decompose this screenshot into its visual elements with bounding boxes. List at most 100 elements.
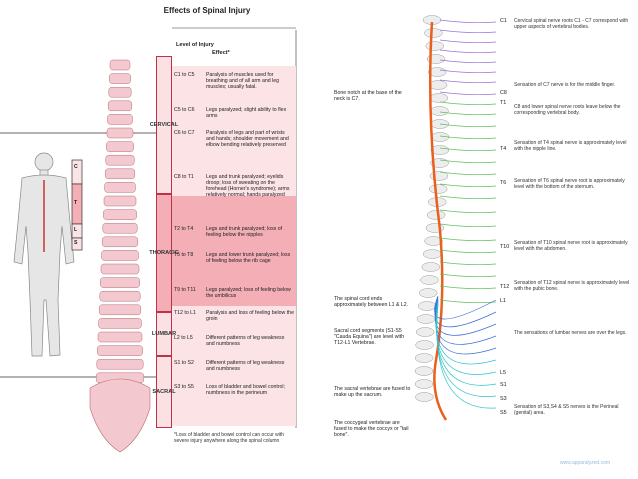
vertebra — [427, 67, 447, 77]
nerve-root — [439, 49, 497, 54]
vertebra — [103, 209, 137, 220]
nerve-root — [439, 91, 497, 96]
spinal-cord — [428, 21, 448, 421]
body-box-c: C — [74, 164, 78, 170]
vertebra — [420, 275, 439, 285]
vertebra — [97, 345, 143, 356]
table-bg-cervical — [172, 66, 296, 196]
nerve-root — [439, 123, 497, 128]
level-t6: T6 — [500, 180, 507, 186]
nerve-root — [439, 69, 497, 74]
vertebra — [430, 106, 449, 116]
nerve-root — [439, 249, 497, 254]
vertebra — [430, 145, 450, 155]
vertebra — [425, 41, 444, 51]
body-box-l: L — [74, 227, 78, 233]
cauda-equina-nerve — [434, 296, 497, 328]
vertebra — [424, 236, 443, 246]
footnote: *Loss of bladder and bowel control can o… — [174, 432, 285, 444]
table-bg-thoracic — [172, 196, 296, 306]
body-box-t: T — [74, 200, 78, 206]
vertebra — [429, 93, 449, 103]
level-t10: T10 — [500, 244, 510, 250]
level-t1: T1 — [500, 100, 507, 106]
spinal-injury-effects-panel: Effects of Spinal Injury — [0, 0, 318, 479]
vertebra — [422, 249, 442, 259]
nerve-root — [439, 29, 497, 34]
nerve-root — [439, 273, 497, 278]
vertebra — [106, 141, 134, 152]
vertebra — [415, 327, 435, 337]
vertebra — [109, 59, 131, 71]
desc-cervical-roots: Cervical spinal nerve roots C1 - C7 corr… — [514, 18, 629, 30]
level-s5: S5 — [500, 410, 507, 416]
vertebral-column-right — [414, 15, 450, 402]
desc-c7: Sensation of C7 nerve is for the middle … — [514, 82, 616, 88]
table-bg-lower — [172, 306, 296, 426]
vertebra — [100, 277, 140, 288]
nerve-root — [439, 195, 497, 200]
region-cervical: CERVICAL — [150, 56, 178, 194]
vertebra — [426, 210, 446, 220]
vertebra — [416, 314, 436, 324]
region-thoracic: THORACIC — [149, 194, 179, 312]
vertebra — [108, 86, 132, 98]
region-sacral: SACRAL — [152, 356, 176, 428]
vertebra — [109, 73, 131, 84]
level-l5: L5 — [500, 370, 506, 376]
vertebra — [98, 304, 142, 316]
vertebra — [104, 182, 136, 193]
level-c1: C1 — [500, 18, 507, 24]
nerve-root — [439, 171, 497, 176]
cauda-equina-nerve — [435, 299, 497, 355]
spinal-nerves — [434, 19, 497, 409]
pelvis-sacrum — [89, 378, 151, 453]
vertebra — [414, 379, 434, 389]
vertebra — [102, 222, 138, 234]
vertebra — [415, 340, 434, 350]
cauda-equina-nerve — [436, 303, 497, 397]
vertebra — [105, 154, 135, 166]
vertebra — [99, 290, 141, 302]
vertebra — [107, 114, 133, 125]
vertebra — [100, 263, 140, 275]
note-sacral-segments: Sacral cord segments (S1-S5 "Cauda Equin… — [334, 328, 405, 346]
watermark: www.apparalyzed.com — [560, 460, 611, 466]
nerve-root — [439, 285, 497, 290]
vertebra — [106, 127, 134, 139]
cauda-equina-nerve — [434, 295, 497, 320]
desc-sacral: Sensation of S3,S4 & S5 nerves is the Pe… — [514, 404, 619, 416]
note-cord-ends: The spinal cord ends approximately betwe… — [334, 296, 409, 308]
region-lumbar: LUMBAR — [152, 312, 176, 356]
vertebra — [414, 353, 434, 363]
nerve-root — [439, 59, 497, 64]
cauda-equina-nerve — [435, 298, 497, 345]
vertebra — [97, 331, 143, 343]
vertebra — [103, 195, 137, 207]
level-t12: T12 — [500, 284, 510, 290]
vertebra — [421, 262, 441, 272]
vertebra — [418, 288, 438, 298]
desc-c8: C8 and lower spinal nerve roots leave be… — [514, 104, 621, 116]
vertebra — [96, 358, 144, 370]
vertebra — [428, 184, 448, 194]
cauda-equina-nerve — [436, 304, 497, 409]
vertebra — [415, 392, 434, 402]
vertebra — [428, 80, 448, 90]
nerve-root — [439, 79, 497, 84]
vertebra — [417, 301, 437, 311]
vertebra — [430, 119, 450, 129]
vertebra — [101, 236, 139, 248]
level-t4: T4 — [500, 146, 507, 152]
vertebra — [98, 318, 142, 329]
body-box-s: S — [74, 240, 78, 246]
level-l1: L1 — [500, 298, 506, 304]
nerve-root — [439, 183, 497, 188]
nerve-root — [439, 159, 497, 164]
header-level: Level of Injury — [176, 42, 214, 48]
desc-lumbar: The sensations of lumbar nerves are over… — [514, 330, 627, 336]
cauda-equina-nerve — [435, 300, 497, 365]
level-s3: S3 — [500, 396, 507, 402]
header-effect: Effect* — [212, 50, 230, 56]
